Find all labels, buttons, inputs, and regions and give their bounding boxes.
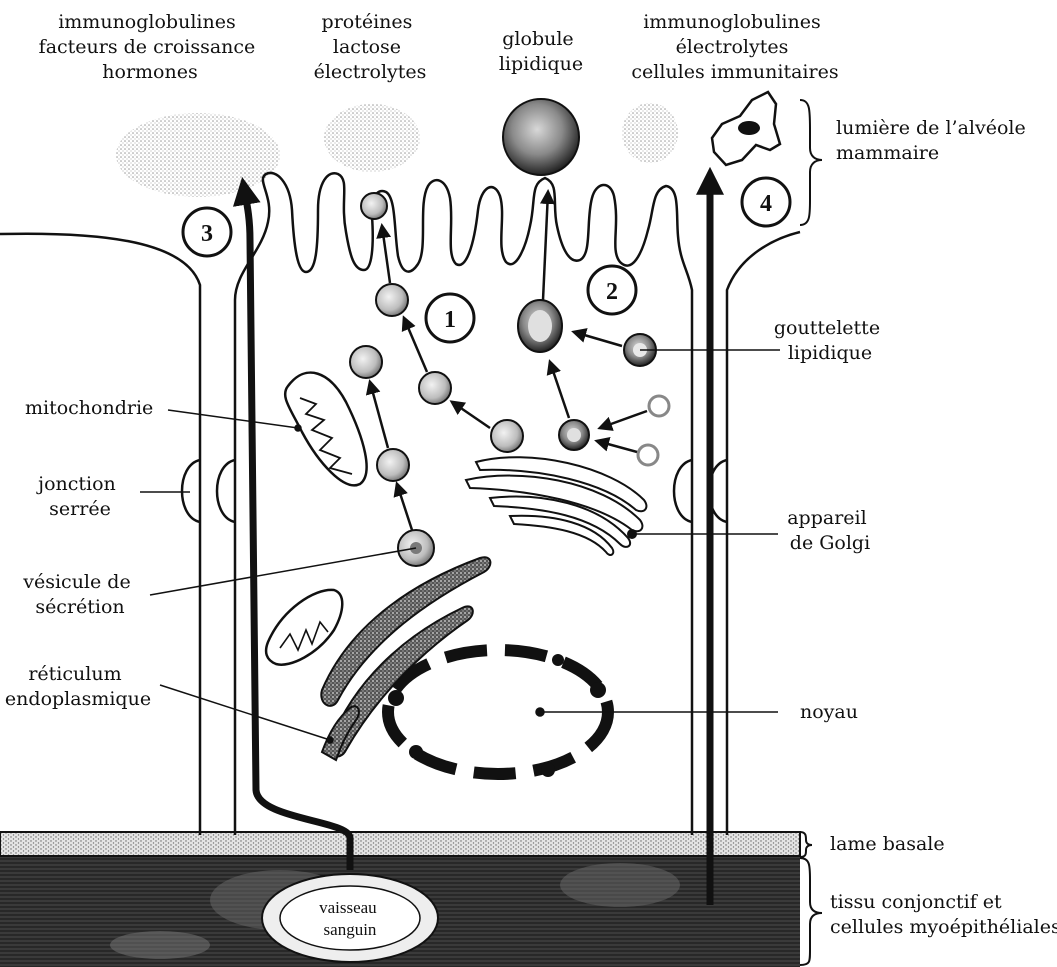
svg-text:2: 2 (606, 279, 618, 305)
connective-highlight (560, 863, 680, 907)
tight-junction-left (182, 460, 235, 522)
svg-text:3: 3 (201, 221, 213, 247)
blood-vessel (262, 874, 438, 962)
pathway-marker-2: 2 (588, 266, 636, 314)
label-er: réticulum endoplasmique (5, 663, 151, 710)
tight-junction-right (674, 460, 727, 522)
connective-brace (800, 858, 822, 965)
label-lumen: lumière de l’alvéole mammaire (836, 117, 1032, 164)
label-droplet: gouttelette lipidique (774, 317, 886, 364)
lipid-globule (503, 99, 579, 175)
label-top-center: globule lipidique (499, 28, 583, 75)
label-connective: tissu conjonctif et cellules myoépithéli… (830, 891, 1057, 938)
label-top-center-left: protéines lactose électrolytes (314, 11, 427, 83)
svg-text:4: 4 (760, 191, 772, 217)
label-tight-junction: jonction serrée (36, 473, 122, 520)
lumen-brace (800, 100, 822, 225)
pathway-3-arrow (244, 188, 350, 870)
label-top-right: immunoglobulines électrolytes cellules i… (631, 11, 838, 83)
pathway-marker-4: 4 (742, 178, 790, 226)
pathway-1 (350, 193, 523, 566)
label-mitochondria: mitochondrie (25, 397, 153, 419)
pathway-marker-1: 1 (426, 294, 474, 342)
label-top-left: immunoglobulines facteurs de croissance … (39, 11, 262, 83)
svg-text:1: 1 (444, 307, 456, 333)
label-vesicle: vésicule de sécrétion (22, 571, 137, 618)
label-basal-lamina: lame basale (830, 833, 945, 855)
basal-lamina-brace (800, 832, 812, 857)
golgi-apparatus (466, 457, 646, 555)
label-nucleus: noyau (800, 701, 858, 723)
basal-lamina (0, 832, 800, 856)
mitochondrion-lower (266, 590, 342, 665)
nucleus (388, 650, 608, 777)
immune-cell-nucleus (738, 121, 760, 135)
pathway-marker-3: 3 (183, 208, 231, 256)
secretion-cloud-center (324, 104, 420, 172)
label-golgi: appareil de Golgi (787, 507, 873, 554)
connective-highlight (110, 931, 210, 959)
neighbour-cell-left (0, 234, 200, 835)
secretion-cloud-right (622, 103, 678, 163)
secretion-cloud-left (116, 113, 280, 197)
